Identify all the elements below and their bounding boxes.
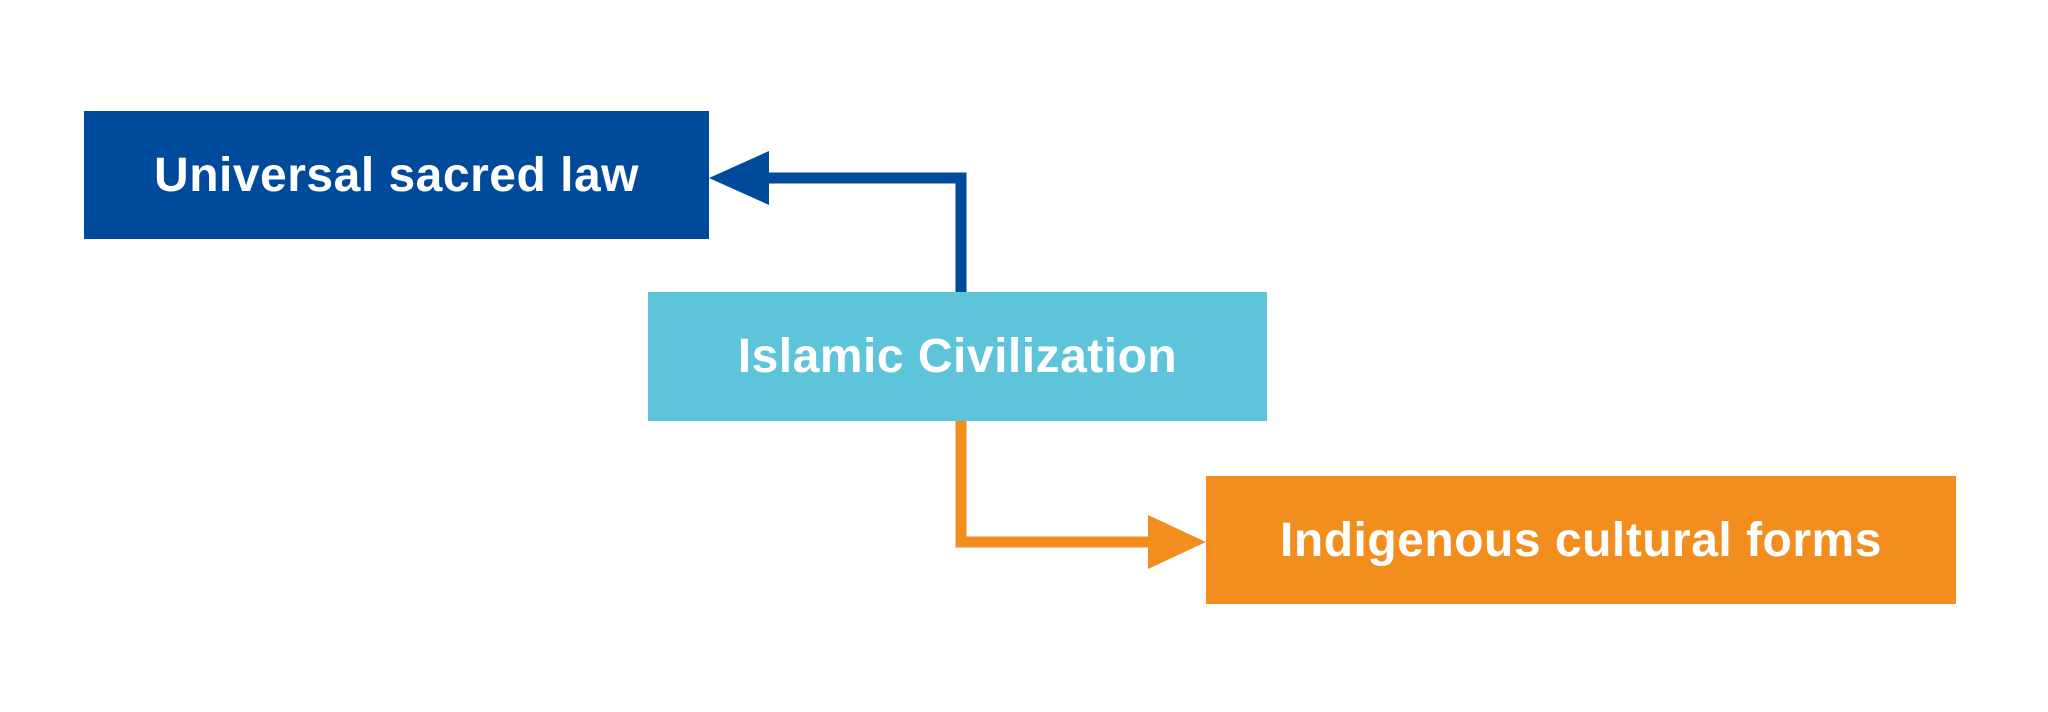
arrow-to-universal-sacred-law [709,151,967,292]
node-indigenous-cultural-forms: Indigenous cultural forms [1206,476,1956,604]
node-islamic-civilization: Islamic Civilization [648,292,1267,421]
node-label-islamic-civilization: Islamic Civilization [737,330,1178,383]
connector-line-upper [764,172,967,292]
node-label-indigenous-cultural-forms: Indigenous cultural forms [1280,513,1882,567]
node-label-universal-sacred-law: Universal sacred law [154,148,639,202]
arrowhead-right-icon [1148,515,1206,569]
node-universal-sacred-law: Universal sacred law [84,111,709,239]
connector-line-lower [955,421,1151,548]
arrowhead-left-icon [709,151,769,205]
arrow-to-indigenous-cultural-forms [955,421,1206,569]
